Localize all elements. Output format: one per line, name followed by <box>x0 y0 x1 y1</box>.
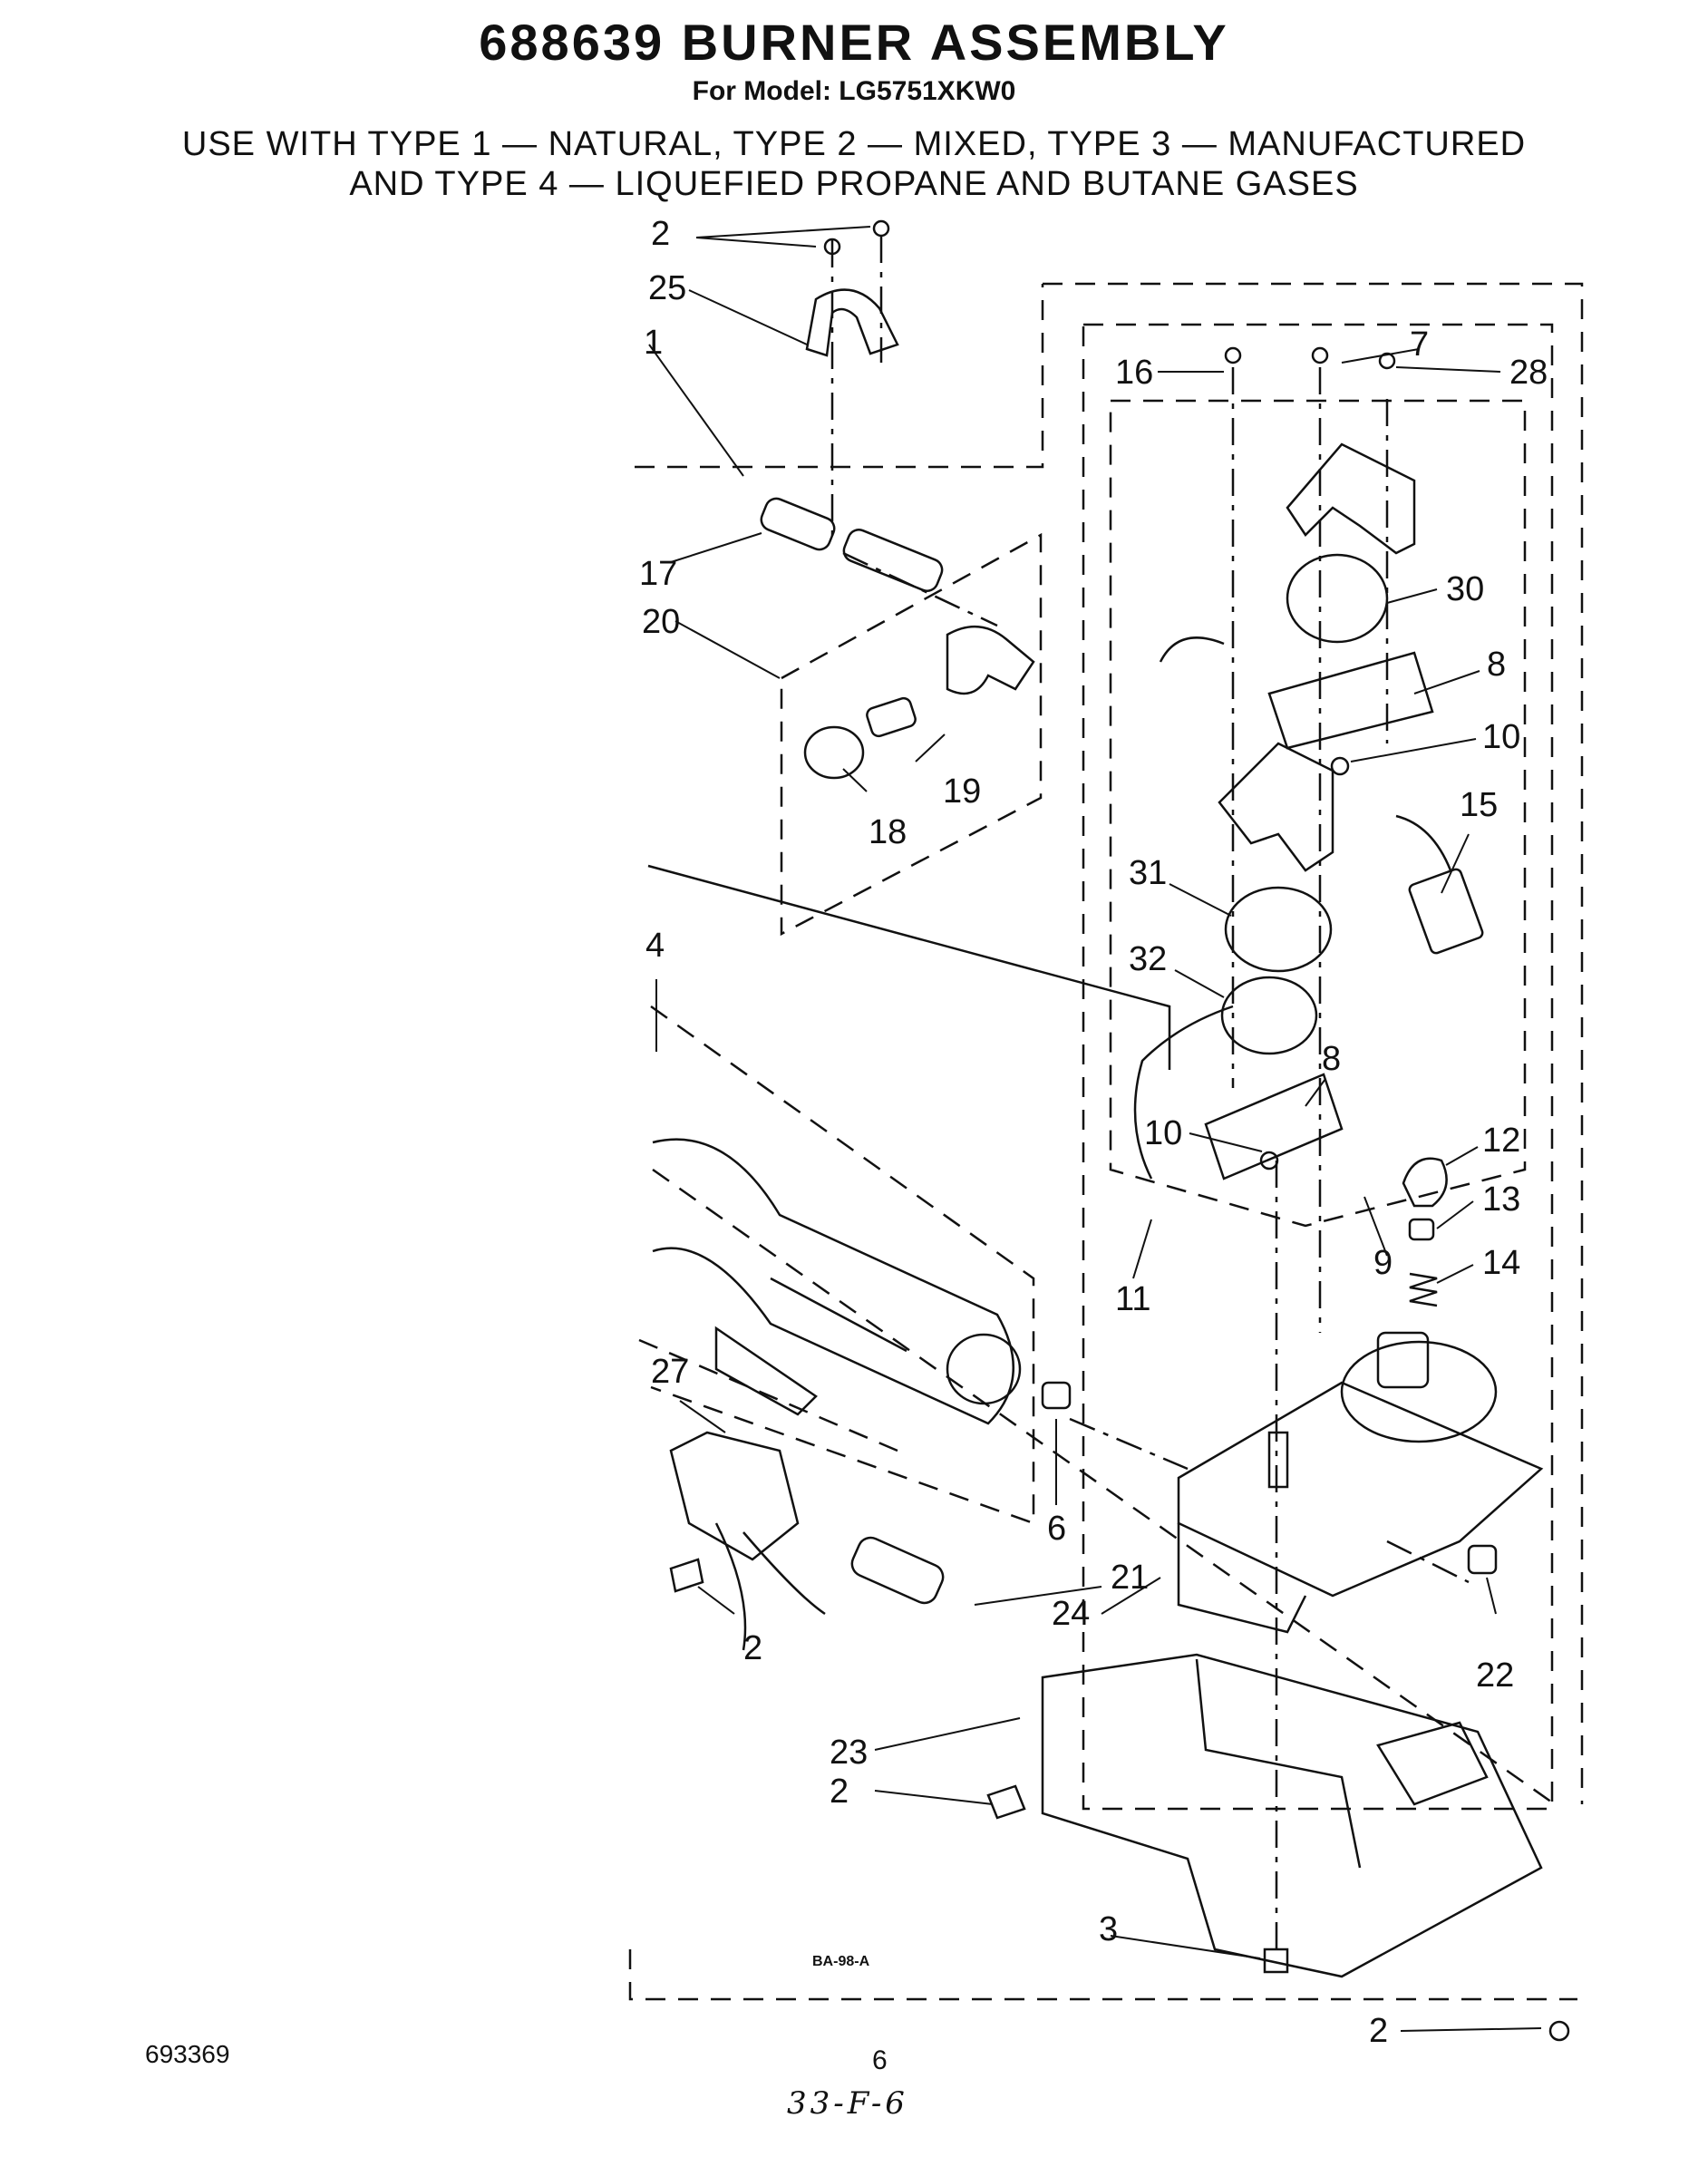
shutoff-boundary <box>780 532 1043 937</box>
gas-pipe <box>760 497 944 592</box>
outer-boundary <box>628 282 1584 2001</box>
callout-20: 20 <box>642 603 680 641</box>
callout-10: 10 <box>1144 1114 1182 1152</box>
holding-coil <box>1220 976 1318 1055</box>
igniter-bracket <box>669 1431 800 1561</box>
upper-bracket <box>1286 442 1416 555</box>
callout-15: 15 <box>1460 786 1498 824</box>
callout-10: 10 <box>1482 718 1520 756</box>
callout-17: 17 <box>639 555 677 593</box>
document-number: 693369 <box>145 2040 230 2068</box>
igniter <box>850 1536 945 1605</box>
callout-27: 27 <box>651 1353 689 1391</box>
callout-19: 19 <box>943 772 981 811</box>
harness-plug <box>1408 868 1484 955</box>
handwritten-note: 33-F-6 <box>787 2085 908 2122</box>
lower-bracket <box>1218 742 1334 872</box>
callout-21: 21 <box>1111 1559 1149 1597</box>
callout-11: 11 <box>1115 1280 1150 1318</box>
callout-13: 13 <box>1482 1180 1520 1219</box>
upper-plate <box>1267 651 1434 750</box>
callout-31: 31 <box>1129 854 1167 892</box>
callout-2: 2 <box>743 1629 762 1667</box>
callout-23: 23 <box>830 1734 868 1772</box>
diagram-reference: BA-98-A <box>812 1954 870 1969</box>
fitting-22 <box>1467 1544 1498 1575</box>
orifice-fitting <box>866 696 917 738</box>
gas-types-line-2: AND TYPE 4 — LIQUEFIED PROPANE AND BUTAN… <box>349 165 1359 203</box>
secondary-coil <box>1286 553 1389 644</box>
callout-2: 2 <box>1369 2012 1388 2050</box>
callout-30: 30 <box>1446 570 1484 608</box>
callout-2: 2 <box>651 215 670 253</box>
page-title: 688639 BURNER ASSEMBLY <box>479 14 1229 71</box>
callout-32: 32 <box>1129 940 1167 978</box>
callout-18: 18 <box>869 813 907 851</box>
lower-plate <box>1204 1073 1344 1180</box>
callout-3: 3 <box>1099 1910 1118 1948</box>
callout-22: 22 <box>1476 1656 1514 1695</box>
callout-14: 14 <box>1482 1244 1520 1282</box>
callout-8: 8 <box>1487 646 1506 684</box>
callout-12: 12 <box>1482 1122 1520 1160</box>
burner-boundary <box>650 1005 1035 1525</box>
valve-cap <box>1402 1157 1448 1208</box>
pipe-clamp <box>805 288 899 357</box>
model-subtitle: For Model: LG5751XKW0 <box>692 76 1016 106</box>
spring <box>1409 1272 1438 1307</box>
solenoid-boundary <box>1109 399 1527 1228</box>
valve-boundary <box>1082 323 1554 1811</box>
callout-24: 24 <box>1052 1595 1090 1633</box>
callout-7: 7 <box>1410 325 1429 364</box>
page-number: 6 <box>872 2045 888 2075</box>
burner-tube <box>652 1138 1014 1425</box>
callout-2: 2 <box>830 1773 849 1811</box>
gas-types-line-1: USE WITH TYPE 1 — NATURAL, TYPE 2 — MIXE… <box>181 125 1527 163</box>
callout-8: 8 <box>1322 1040 1341 1078</box>
orifice-6 <box>1041 1381 1072 1410</box>
callout-6: 6 <box>1047 1510 1066 1548</box>
mounting-bracket <box>1041 1653 1543 1978</box>
booster-coil <box>1224 886 1333 973</box>
callout-1: 1 <box>644 324 663 362</box>
callout-16: 16 <box>1115 354 1153 392</box>
fitting-nut <box>803 725 865 780</box>
shutoff-valve <box>946 625 1035 695</box>
callout-4: 4 <box>645 927 665 965</box>
callout-9: 9 <box>1373 1244 1393 1282</box>
callout-25: 25 <box>648 269 686 307</box>
callout-28: 28 <box>1509 354 1548 392</box>
